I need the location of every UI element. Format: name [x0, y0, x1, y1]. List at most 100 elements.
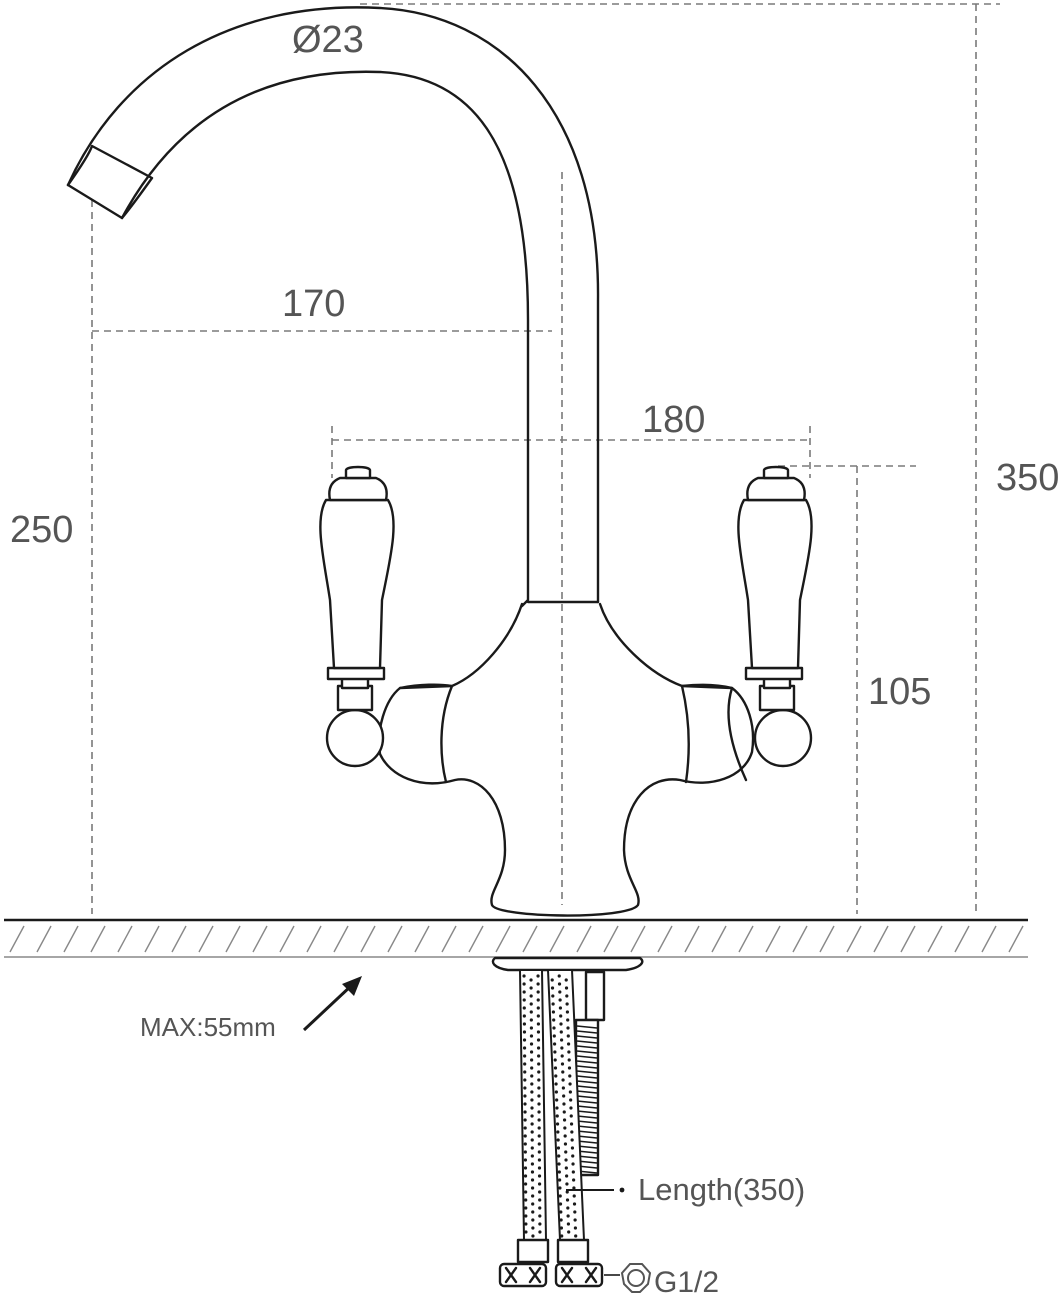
braid-dot — [573, 1226, 578, 1230]
hatch-line — [765, 925, 781, 953]
countertop — [4, 918, 1028, 958]
braid-dot — [550, 986, 555, 990]
braid-dot — [522, 1046, 527, 1050]
braid-dot — [523, 1118, 527, 1122]
braid-dot — [572, 1202, 577, 1206]
braid-dot — [562, 1118, 567, 1122]
faucet-body — [377, 602, 755, 917]
braid-dot — [530, 1098, 534, 1102]
braid-dot — [529, 1034, 534, 1038]
hatch-line — [441, 925, 457, 953]
braid-dot — [555, 1098, 559, 1102]
braid-dot — [522, 1030, 527, 1034]
braid-dot — [536, 982, 540, 986]
braid-dot — [559, 1210, 563, 1214]
braid-dot — [529, 1026, 534, 1030]
braid-dot — [550, 978, 554, 982]
braid-dot — [559, 1022, 563, 1026]
hatch-line — [468, 925, 484, 953]
hatch-line — [63, 925, 79, 953]
braid-dot — [529, 1018, 533, 1022]
hatch-line — [387, 925, 403, 953]
thread-line — [576, 1100, 598, 1104]
hatch-line — [36, 925, 52, 953]
braid-dot — [537, 1070, 541, 1074]
braid-dot — [523, 1110, 527, 1114]
braid-dot — [556, 1130, 560, 1134]
total-height-label: 350 — [996, 457, 1059, 499]
braid-dot — [522, 998, 526, 1002]
braid-dot — [524, 1198, 528, 1202]
braid-dot — [524, 1230, 528, 1234]
hatch-line — [144, 925, 160, 953]
braid-dot — [537, 1134, 541, 1138]
braid-dot — [531, 1202, 535, 1206]
braid-dot — [551, 1010, 556, 1014]
braid-dot — [530, 1146, 534, 1150]
braid-dot — [536, 990, 540, 994]
braid-dot — [566, 1222, 571, 1226]
braid-dot — [530, 1154, 534, 1158]
braid-dot — [569, 1098, 573, 1102]
braid-dot — [524, 1190, 528, 1194]
braid-dot — [523, 1150, 527, 1154]
braid-dot — [565, 1198, 570, 1202]
braid-dot — [556, 1146, 561, 1150]
braid-dot — [536, 998, 540, 1002]
braid-dot — [557, 1154, 561, 1158]
braid-dot — [568, 1082, 572, 1086]
countertop-hatching — [9, 925, 1024, 953]
braid-dot — [522, 1022, 527, 1026]
braid-dot — [537, 1086, 541, 1090]
braid-dot — [536, 974, 540, 978]
thread-line — [576, 1040, 598, 1044]
hatch-line — [873, 925, 889, 953]
braid-dot — [558, 1202, 563, 1206]
braid-dot — [555, 1106, 559, 1110]
hatch-line — [630, 925, 646, 953]
hatch-line — [225, 925, 241, 953]
braid-dot — [529, 1050, 534, 1054]
braid-dot — [523, 1070, 527, 1074]
braid-dot — [571, 1170, 575, 1174]
supply-hoses — [498, 969, 604, 1288]
braid-dot — [564, 1166, 568, 1170]
hatch-line — [927, 925, 943, 953]
braid-dot — [561, 1078, 565, 1082]
hatch-line — [819, 925, 835, 953]
braid-dot — [567, 1230, 571, 1234]
braid-dot — [531, 1194, 535, 1198]
braid-dot — [529, 1010, 533, 1014]
hatch-line — [414, 925, 430, 953]
braid-dot — [553, 1066, 558, 1070]
hatch-line — [333, 925, 349, 953]
braid-dot — [557, 982, 562, 986]
braid-dot — [566, 1026, 570, 1030]
braid-dot — [565, 1002, 569, 1006]
braid-dot — [531, 1226, 535, 1230]
spout-reach-label: 170 — [282, 283, 345, 325]
braid-dot — [537, 1054, 541, 1058]
braid-dot — [530, 1090, 534, 1094]
braid-dot — [523, 1158, 528, 1162]
braid-dot — [538, 1198, 542, 1202]
hatch-line — [117, 925, 133, 953]
braid-dot — [523, 1134, 527, 1138]
braid-dot — [558, 990, 562, 994]
braid-dot — [570, 1138, 574, 1142]
braid-dot — [565, 1174, 569, 1178]
thread-line — [576, 1025, 598, 1029]
thread-line — [576, 1035, 598, 1039]
arrow-icon — [302, 976, 362, 1032]
braid-dot — [563, 1126, 567, 1130]
braid-dot — [524, 1214, 528, 1218]
braid-dot — [573, 1210, 577, 1214]
braid-dot — [559, 1030, 563, 1034]
thread-line — [576, 1085, 598, 1089]
braid-dot — [529, 994, 533, 998]
braid-dot — [538, 1206, 542, 1210]
braid-dot — [565, 1182, 569, 1186]
braid-dot — [565, 1190, 569, 1194]
braid-dot — [536, 1030, 541, 1034]
thread-line — [576, 1110, 598, 1114]
